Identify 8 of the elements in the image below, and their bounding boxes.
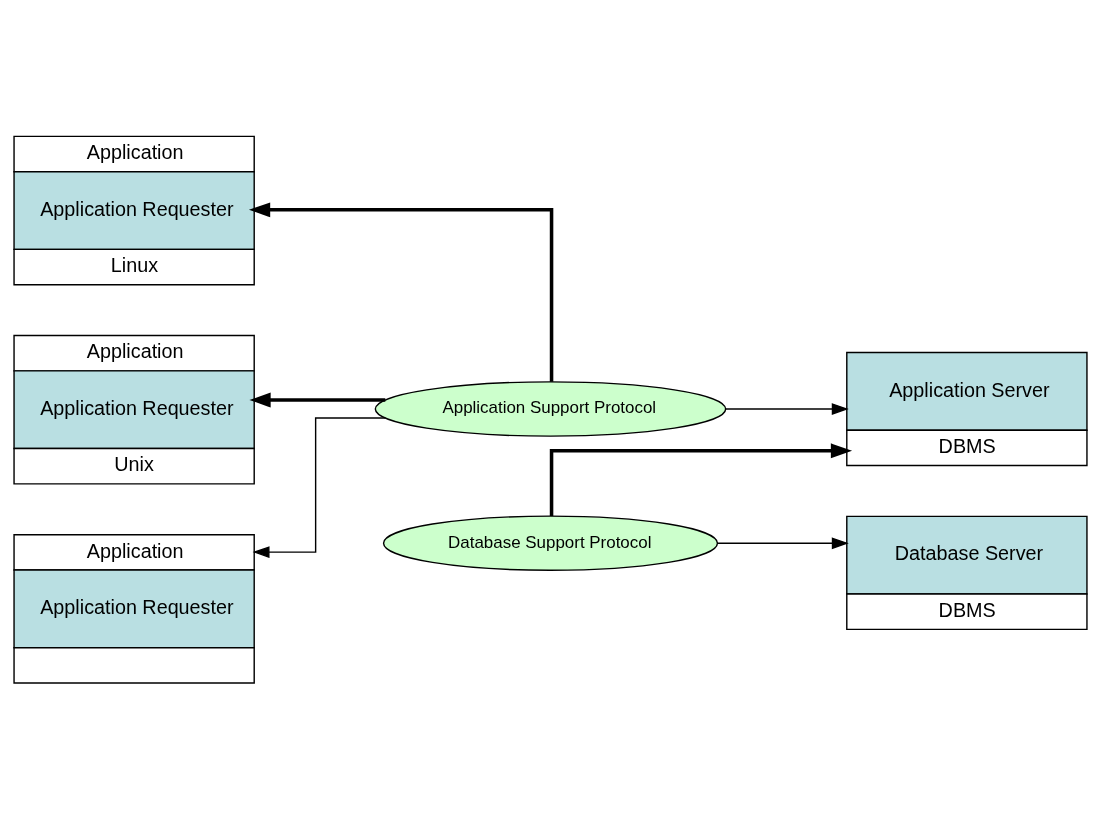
- node-ellipse: Application Support Protocol: [374, 381, 727, 437]
- arrow: [725, 403, 849, 415]
- arrow: [252, 417, 387, 559]
- arrow: [248, 202, 554, 382]
- arrow: [249, 392, 386, 408]
- arrow: [716, 537, 849, 550]
- arrow: [549, 443, 853, 516]
- node-ellipse: Database Support Protocol: [382, 515, 719, 571]
